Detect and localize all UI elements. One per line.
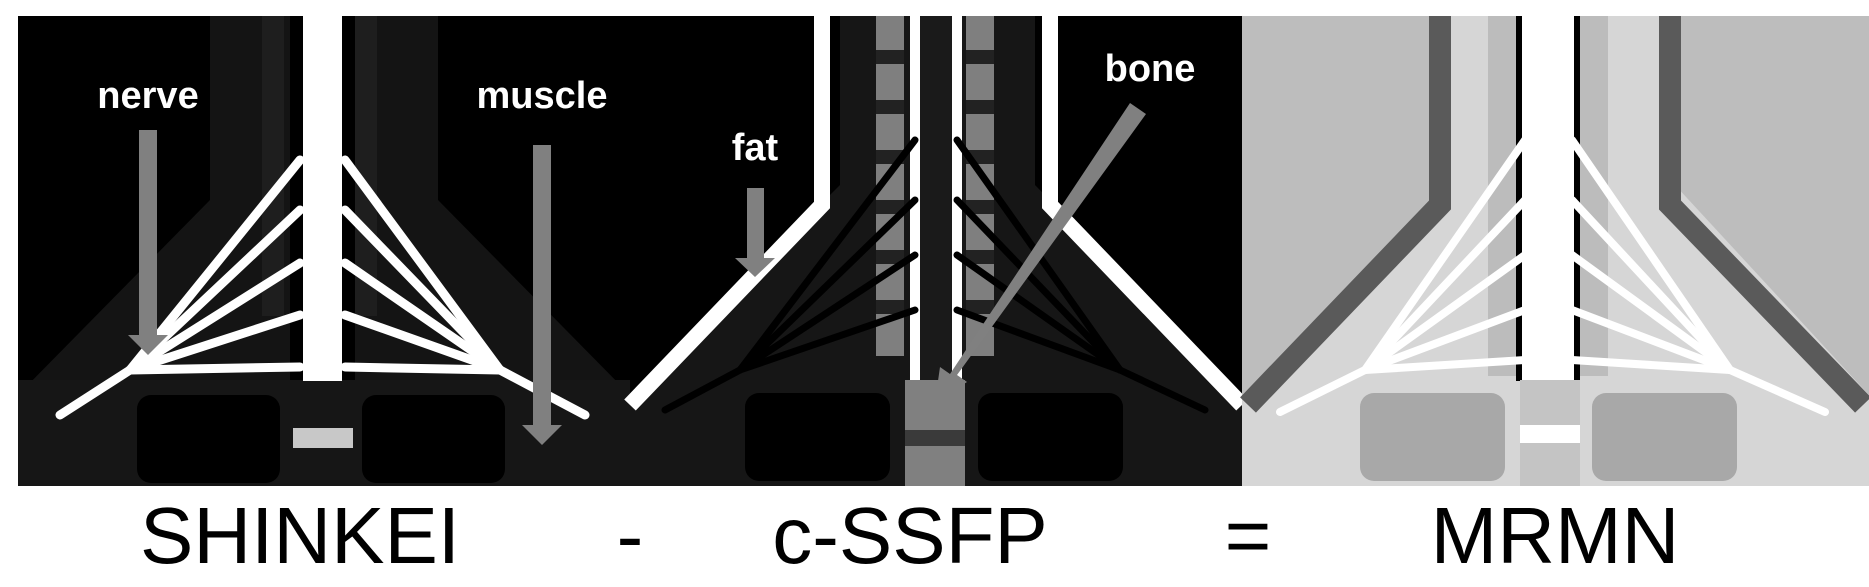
cssfp-fat-left bbox=[624, 16, 830, 411]
cssfp-nerve-fibres bbox=[661, 136, 1209, 414]
panel-shinkei bbox=[18, 16, 630, 486]
cssfp-vertebra-gaps bbox=[876, 50, 994, 314]
shinkei-muscle-left bbox=[18, 16, 290, 395]
mrmn-organ-right bbox=[1592, 393, 1737, 481]
minus-operator: - bbox=[617, 491, 644, 580]
bone-label: bone bbox=[1105, 48, 1196, 90]
mrmn-spinal-cord bbox=[1522, 16, 1574, 381]
shinkei-nerve-fibres bbox=[55, 155, 590, 420]
shinkei-spinal-cord bbox=[303, 16, 342, 381]
cssfp-organ-left bbox=[745, 393, 890, 481]
cssfp-spinal-cord bbox=[920, 16, 952, 381]
mrmn-fat-right bbox=[1659, 16, 1869, 413]
bone-arrow bbox=[935, 103, 1146, 402]
muscle-arrow bbox=[522, 145, 562, 445]
equals-operator: = bbox=[1225, 491, 1272, 580]
cssfp-title: c-SSFP bbox=[772, 491, 1048, 580]
annotation-arrows bbox=[128, 103, 1146, 445]
cssfp-organ-right bbox=[978, 393, 1123, 481]
nerve-label: nerve bbox=[97, 75, 198, 117]
mrmn-disc bbox=[1520, 425, 1580, 443]
shinkei-organ-right bbox=[362, 395, 505, 483]
cssfp-disc bbox=[905, 430, 965, 446]
fat-arrow bbox=[735, 188, 775, 277]
shinkei-disc bbox=[293, 428, 353, 448]
mrmn-organ-left bbox=[1360, 393, 1505, 481]
fat-label: fat bbox=[732, 127, 779, 169]
shinkei-organ-left bbox=[137, 395, 280, 483]
mrmn-title: MRMN bbox=[1431, 491, 1680, 580]
panel-mrmn bbox=[1240, 16, 1869, 486]
mrmn-nerve-fibres bbox=[1276, 136, 1829, 416]
panel-cssfp bbox=[624, 16, 1248, 486]
shinkei-title: SHINKEI bbox=[140, 491, 460, 580]
nerve-arrow bbox=[128, 130, 168, 355]
mrmn-fat-left bbox=[1240, 16, 1451, 413]
cssfp-fat-right bbox=[1042, 16, 1248, 411]
shinkei-muscle-right bbox=[355, 16, 630, 395]
muscle-label: muscle bbox=[477, 75, 608, 117]
